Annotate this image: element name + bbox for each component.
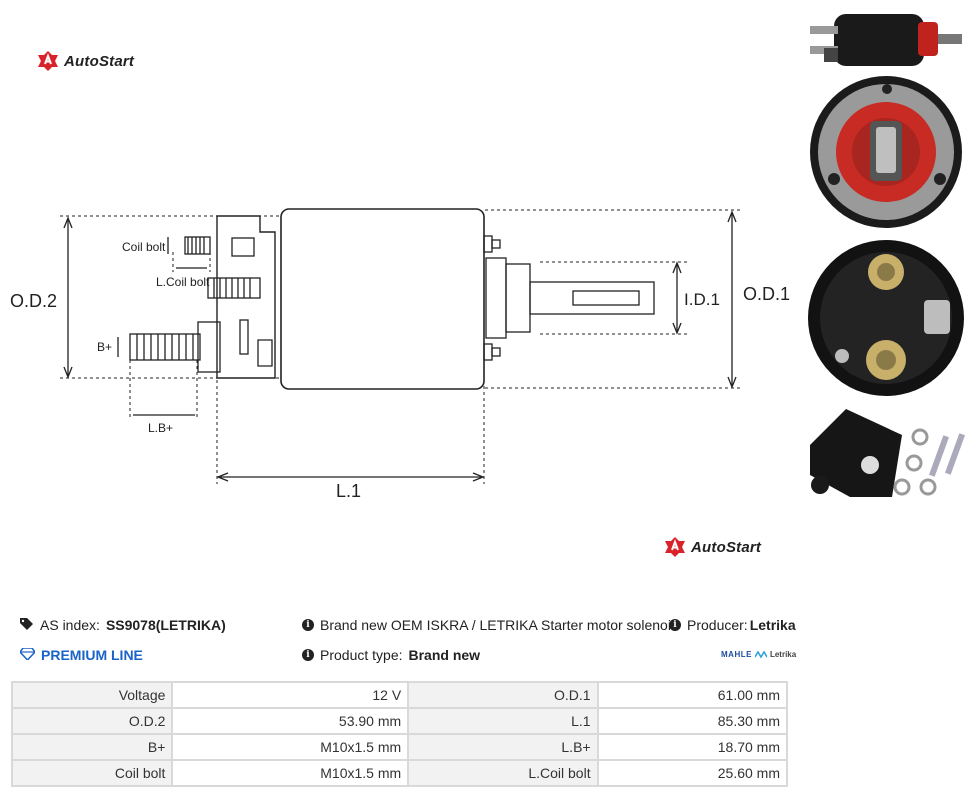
product-thumbnail-front[interactable]: [806, 75, 968, 230]
producer-value: Letrika: [749, 617, 796, 633]
product-type-label: Product type:: [320, 647, 403, 663]
letrika-logo-text: Letrika: [769, 650, 797, 659]
coil-bolt-label: Coil bolt: [122, 240, 166, 254]
product-thumbnail-back[interactable]: [806, 238, 968, 398]
mahle-wave-icon: [754, 650, 767, 658]
spec-label: O.D.2: [10, 707, 174, 735]
l1-label: L.1: [336, 481, 361, 501]
spec-label: Voltage: [10, 681, 174, 709]
as-index: AS index: SS9078(LETRIKA): [20, 617, 226, 633]
brand-logo-bottom: AutoStart: [664, 536, 761, 558]
product-type-value: Brand new: [408, 647, 481, 663]
product-thumbnail-side[interactable]: [806, 8, 968, 70]
mahle-logo-text: MAHLE: [721, 650, 752, 659]
spec-value: M10x1.5 mm: [171, 733, 410, 761]
od1-label: O.D.1: [743, 284, 790, 304]
producer: i Producer: Letrika: [669, 617, 796, 633]
description-text: Brand new OEM ISKRA / LETRIKA Starter mo…: [320, 617, 679, 633]
id1-label: I.D.1: [684, 290, 720, 309]
diamond-icon: [19, 647, 36, 663]
l-b-plus-label: L.B+: [148, 421, 173, 435]
spec-label: B+: [10, 733, 174, 761]
spec-label: L.Coil bolt: [407, 759, 599, 787]
spec-label: L.1: [407, 707, 599, 735]
spec-value: 61.00 mm: [596, 681, 789, 709]
table-row: B+ M10x1.5 mm L.B+ 18.70 mm: [10, 733, 789, 761]
brand-logo: AutoStart: [37, 50, 134, 72]
producer-label: Producer:: [687, 617, 748, 633]
spec-value: 85.30 mm: [596, 707, 789, 735]
mahle-letrika-logo: MAHLE Letrika: [721, 650, 796, 659]
autostart-logo-icon: [38, 51, 58, 71]
spec-value: M10x1.5 mm: [171, 759, 410, 787]
solenoid-diagram: O.D.2 O.D.1 I.D.1 L.1 Coil bolt L.Coil b…: [10, 208, 790, 501]
table-row: O.D.2 53.90 mm L.1 85.30 mm: [10, 707, 789, 735]
spec-label: O.D.1: [407, 681, 599, 709]
od2-label: O.D.2: [10, 291, 57, 311]
info-icon: i: [669, 619, 681, 631]
autostart-logo-icon: [665, 537, 685, 557]
spec-value: 12 V: [171, 681, 410, 709]
info-icon: i: [302, 649, 314, 661]
info-icon: i: [302, 619, 314, 631]
table-row: Coil bolt M10x1.5 mm L.Coil bolt 25.60 m…: [10, 759, 789, 787]
brand-logo-text-bottom: AutoStart: [691, 538, 762, 556]
as-index-value: SS9078(LETRIKA): [105, 617, 226, 633]
premium-line: PREMIUM LINE: [19, 647, 143, 663]
spec-value: 25.60 mm: [596, 759, 789, 787]
product-description: i Brand new OEM ISKRA / LETRIKA Starter …: [302, 617, 679, 633]
b-plus-label: B+: [97, 340, 112, 354]
product-thumbnail-accessories[interactable]: [806, 405, 968, 505]
spec-label: Coil bolt: [10, 759, 174, 787]
brand-logo-text: AutoStart: [64, 52, 135, 70]
tag-icon: [20, 617, 34, 633]
as-index-label: AS index:: [40, 617, 100, 633]
table-row: Voltage 12 V O.D.1 61.00 mm: [10, 681, 789, 709]
product-type: i Product type: Brand new: [302, 647, 480, 663]
spec-value: 18.70 mm: [596, 733, 789, 761]
spec-value: 53.90 mm: [171, 707, 410, 735]
spec-label: L.B+: [407, 733, 599, 761]
premium-line-label: PREMIUM LINE: [41, 647, 143, 663]
l-coil-bolt-label: L.Coil bolt: [156, 275, 210, 289]
spec-table: Voltage 12 V O.D.1 61.00 mm O.D.2 53.90 …: [10, 681, 789, 787]
